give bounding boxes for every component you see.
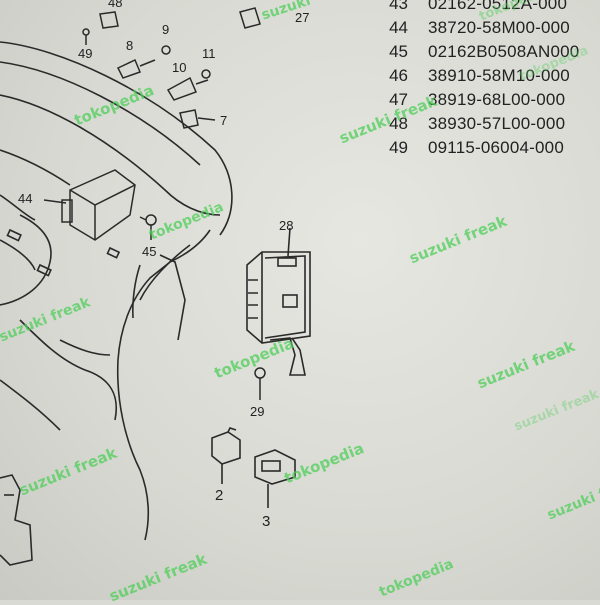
dashboard-outline-inner bbox=[0, 61, 201, 166]
part-11-nut bbox=[201, 69, 211, 79]
part-27-bracket bbox=[239, 7, 261, 29]
part-48-clip bbox=[99, 11, 119, 29]
part-9-nut bbox=[161, 45, 171, 55]
part-no: 44 bbox=[389, 18, 408, 37]
vent-outline bbox=[0, 214, 52, 306]
part-no: 46 bbox=[389, 66, 408, 85]
part-10-sensor bbox=[166, 76, 198, 101]
part-28-ecu bbox=[246, 227, 311, 376]
parts-row: 44 38720-58M00-000 bbox=[368, 18, 600, 42]
part-number: 02162-0512A-000 bbox=[428, 0, 568, 13]
callout-48: 48 bbox=[108, 0, 122, 10]
part-number: 38919-68L00-000 bbox=[428, 90, 566, 109]
part-number: 38910-58M10-000 bbox=[428, 66, 570, 85]
part-no: 49 bbox=[389, 138, 408, 157]
part-no: 45 bbox=[389, 42, 408, 61]
parts-row: 47 38919-68L00-000 bbox=[368, 90, 600, 114]
dashboard-surface bbox=[0, 149, 71, 186]
dashboard-lower bbox=[116, 229, 211, 541]
callout-9: 9 bbox=[162, 22, 169, 37]
part-49-clip bbox=[82, 28, 90, 36]
part-no: 47 bbox=[389, 90, 408, 109]
callout-27: 27 bbox=[295, 10, 309, 25]
part-2-connector bbox=[211, 427, 241, 484]
lower-panel bbox=[0, 379, 61, 431]
part-3-switch bbox=[254, 449, 296, 508]
parts-list: 43 02162-0512A-000 44 38720-58M00-000 45… bbox=[368, 0, 600, 162]
dashboard-lower-2 bbox=[139, 244, 191, 301]
part-8-sensor bbox=[116, 58, 141, 79]
part-44-module bbox=[43, 169, 136, 241]
part-bottom-left bbox=[0, 474, 33, 566]
callout-29: 29 bbox=[250, 404, 264, 419]
callout-10: 10 bbox=[172, 60, 186, 75]
panel-detail-2 bbox=[132, 264, 141, 319]
callout-28: 28 bbox=[279, 218, 293, 233]
callout-3: 3 bbox=[262, 513, 270, 530]
part-number: 38930-57L00-000 bbox=[428, 114, 566, 133]
callout-44: 44 bbox=[18, 191, 32, 206]
callout-45: 45 bbox=[142, 244, 156, 259]
callout-8: 8 bbox=[126, 38, 133, 53]
parts-row: 45 02162B0508AN000 bbox=[368, 42, 600, 66]
dashboard-outline-top bbox=[0, 41, 233, 236]
part-number: 09115-06004-000 bbox=[428, 138, 564, 157]
callout-2: 2 bbox=[215, 487, 223, 504]
vent-outline-2 bbox=[0, 239, 36, 271]
part-no: 48 bbox=[389, 114, 408, 133]
part-number: 02162B0508AN000 bbox=[428, 42, 580, 61]
parts-row: 49 09115-06004-000 bbox=[368, 138, 600, 162]
dashboard-outline-mid bbox=[0, 94, 221, 216]
part-7-switch bbox=[179, 109, 199, 129]
callout-11: 11 bbox=[202, 46, 216, 61]
part-45-screw bbox=[139, 214, 157, 240]
part-no: 43 bbox=[389, 0, 408, 13]
callout-7: 7 bbox=[220, 113, 227, 128]
parts-row: 46 38910-58M10-000 bbox=[368, 66, 600, 90]
column-line-2 bbox=[59, 339, 111, 356]
small-parts-top bbox=[82, 7, 261, 129]
panel-detail bbox=[159, 254, 186, 341]
dashboard-edge bbox=[0, 194, 36, 221]
parts-row: 48 38930-57L00-000 bbox=[368, 114, 600, 138]
parts-row: 43 02162-0512A-000 bbox=[368, 0, 600, 18]
callout-49: 49 bbox=[78, 46, 92, 61]
part-29-nut bbox=[254, 367, 266, 400]
column-line bbox=[19, 319, 117, 421]
part-number: 38720-58M00-000 bbox=[428, 18, 570, 37]
